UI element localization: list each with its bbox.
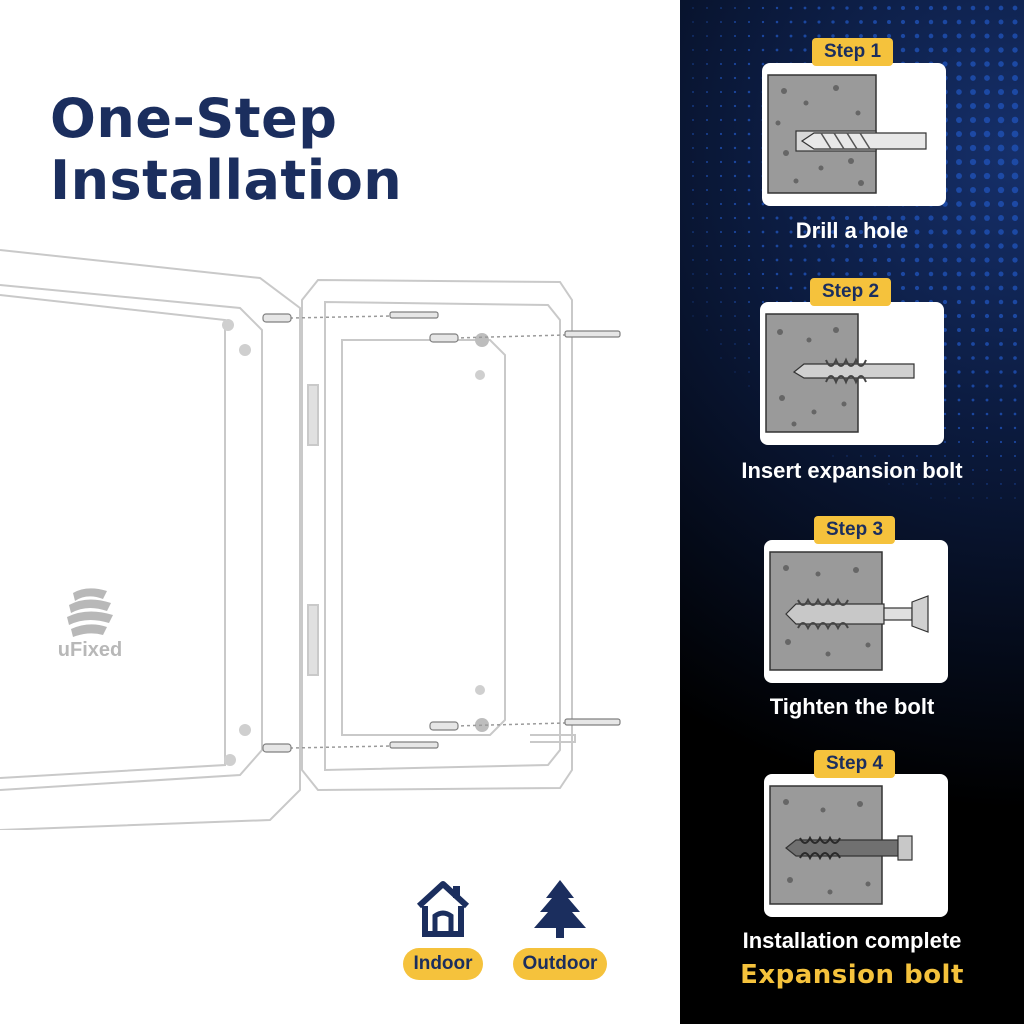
step-2-badge: Step 2 <box>810 278 892 306</box>
wave-logo-icon <box>67 588 113 637</box>
brand-name: uFixed <box>57 639 123 661</box>
footer-label: Expansion bolt <box>740 960 964 990</box>
page-title: One-Step Installation <box>50 88 402 212</box>
cabinet-mounting-diagram <box>0 249 621 830</box>
step-1-card <box>762 63 946 206</box>
tree-icon <box>534 880 586 938</box>
title-line-2: Installation <box>50 149 403 212</box>
step-4-badge: Step 4 <box>814 750 896 778</box>
step-1-badge: Step 1 <box>812 38 894 66</box>
outdoor-badge: Outdoor <box>512 878 608 980</box>
house-icon <box>416 881 470 937</box>
screw-tighten-icon <box>769 551 929 671</box>
anchor-complete-icon <box>769 785 913 905</box>
step-1-caption: Drill a hole <box>795 218 909 243</box>
outdoor-label: Outdoor <box>512 948 608 980</box>
step-3-card <box>764 540 948 683</box>
step-4-caption: Installation complete <box>742 928 962 953</box>
drill-bit-in-wall-icon <box>767 74 927 194</box>
brand-logo: uFixed <box>40 585 140 662</box>
step-3-badge: Step 3 <box>814 516 896 544</box>
indoor-label: Indoor <box>403 948 483 980</box>
title-line-1: One-Step <box>50 87 338 150</box>
step-2-caption: Insert expansion bolt <box>741 458 963 483</box>
step-4-card <box>764 774 948 917</box>
step-3-caption: Tighten the bolt <box>769 694 935 719</box>
left-panel: One-Step Installation <box>0 87 621 980</box>
anchor-insert-icon <box>765 313 915 433</box>
steps-panel: Step 1 Drill a hole Step 2 Insert expans… <box>680 0 1024 1024</box>
indoor-badge: Indoor <box>395 878 491 980</box>
step-2-card <box>760 302 944 445</box>
